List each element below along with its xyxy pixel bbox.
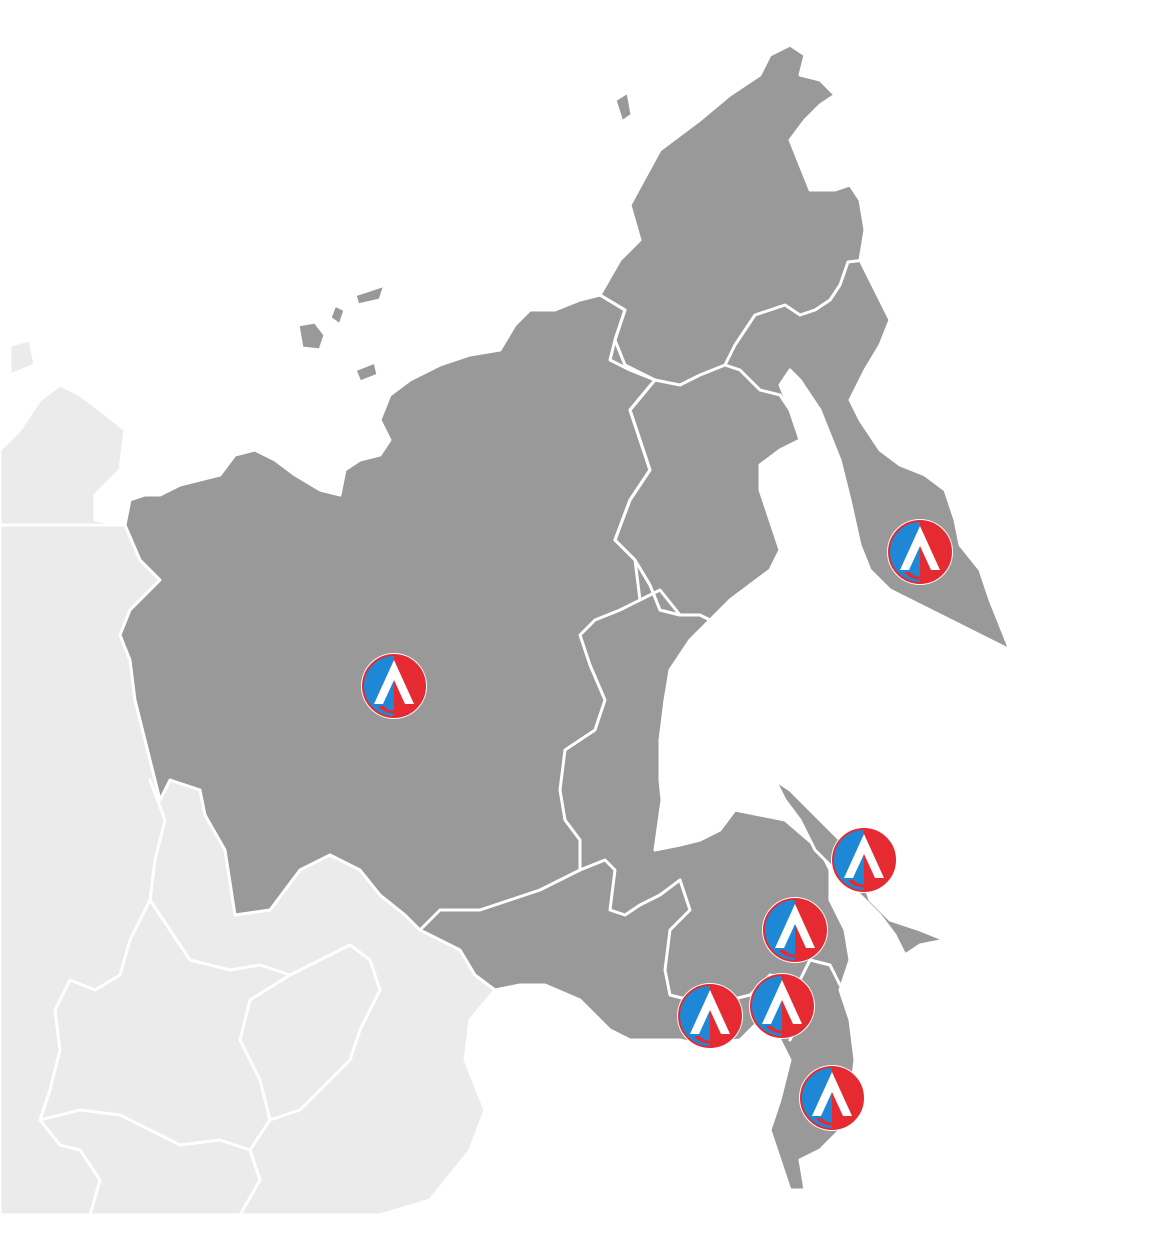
neighbor-regions [0, 338, 497, 1217]
logo-marker-icon[interactable] [748, 972, 816, 1040]
logo-marker-icon[interactable] [830, 826, 898, 894]
internal-borders [418, 258, 867, 1042]
logo-marker-icon[interactable] [761, 896, 829, 964]
logo-marker-icon[interactable] [360, 652, 428, 720]
logo-marker-icon[interactable] [886, 518, 954, 586]
highlighted-region [118, 43, 1012, 1192]
logo-marker-icon[interactable] [676, 982, 744, 1050]
logo-marker-icon[interactable] [798, 1064, 866, 1132]
